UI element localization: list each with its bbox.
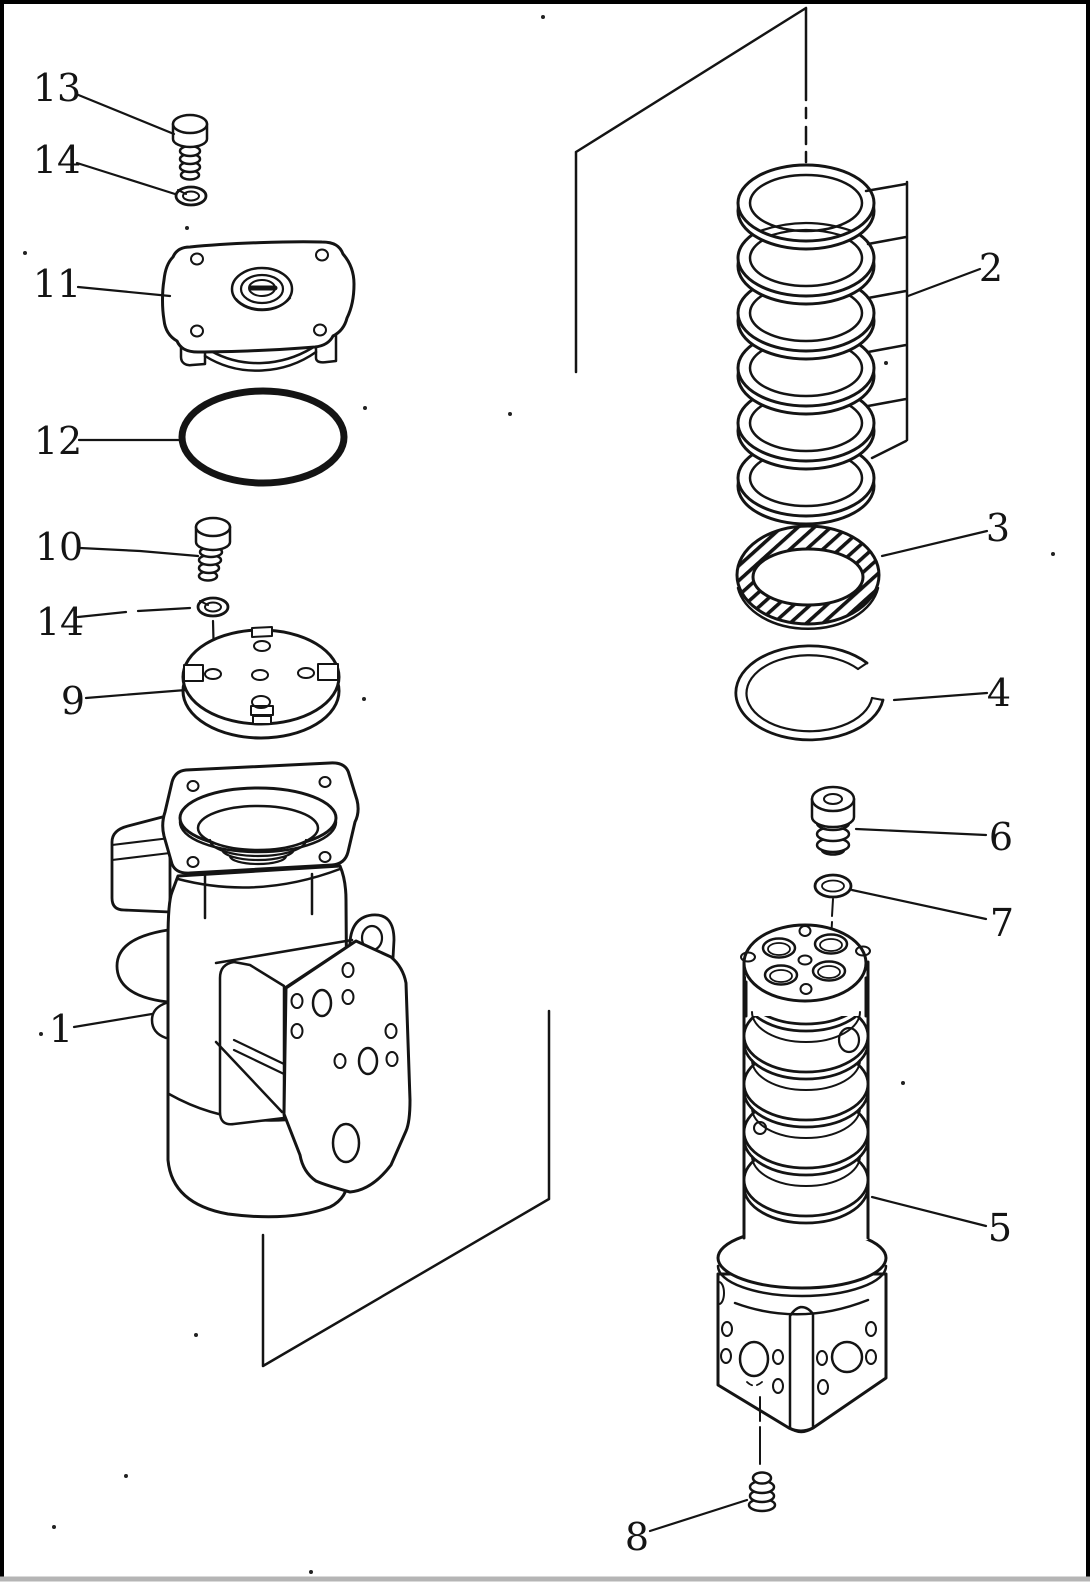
cover-corner-holes xyxy=(190,248,329,338)
callout-6: 6 xyxy=(989,815,1013,859)
callout-12: 12 xyxy=(34,419,82,463)
hex-port-right xyxy=(830,1340,864,1374)
body-port-bump-small xyxy=(150,1001,168,1040)
part-3-bearing-ring xyxy=(735,524,881,630)
bracket-small-holes xyxy=(290,962,399,1069)
leader-13 xyxy=(74,92,176,136)
ring-rim xyxy=(736,586,880,630)
leader-lines xyxy=(72,92,989,1533)
cover-boss-shadow xyxy=(234,296,292,311)
part-12-o-ring xyxy=(178,387,348,487)
bore-depth-arcs xyxy=(208,838,308,866)
leader-3 xyxy=(880,529,989,558)
part-1-body xyxy=(110,761,412,1219)
callout-14-lower: 14 xyxy=(36,600,84,644)
part-10-bolt xyxy=(194,516,232,582)
leader-7 xyxy=(850,888,988,921)
leader-14-lower xyxy=(76,606,192,619)
callouts: 13 14 11 12 10 14 9 1 2 3 4 6 7 5 8 xyxy=(33,66,1014,1559)
hex-channel xyxy=(788,1305,815,1434)
callout-2: 2 xyxy=(979,246,1003,290)
groove-arcs xyxy=(751,1011,861,1187)
callout-8: 8 xyxy=(625,1515,649,1559)
part-6-plug xyxy=(810,785,856,856)
flange-edge-notch xyxy=(718,1281,725,1305)
hex-neck-curve xyxy=(733,1298,870,1316)
leader-6 xyxy=(854,827,988,837)
part-14-washer-upper xyxy=(174,185,208,207)
callout-4: 4 xyxy=(987,671,1011,715)
body-bracket-plate xyxy=(282,939,412,1194)
bracket-oval-port-1 xyxy=(311,988,333,1018)
leader-11 xyxy=(76,285,172,298)
bracket-oval-port-3 xyxy=(331,1122,361,1164)
part-2-seal-rings xyxy=(736,163,909,526)
leader-14-upper xyxy=(75,161,177,196)
body-bore-inner xyxy=(196,804,320,852)
body-port-block xyxy=(110,813,172,914)
callout-10: 10 xyxy=(35,525,83,569)
body-port-bump xyxy=(115,928,170,1004)
callout-14-upper: 14 xyxy=(33,138,81,182)
leader-1 xyxy=(72,1012,154,1029)
web-top-edges xyxy=(214,938,356,1114)
ring-stack-bracket xyxy=(864,180,909,460)
hex-port-left xyxy=(738,1340,770,1378)
callout-9: 9 xyxy=(61,679,85,723)
part-5-spool xyxy=(716,923,888,1434)
part-8-plug xyxy=(747,1396,777,1513)
leader-2 xyxy=(906,267,982,298)
print-specks xyxy=(23,15,1055,1574)
cover-skirt xyxy=(203,346,318,372)
callout-11: 11 xyxy=(33,262,81,306)
part-4-snap-ring xyxy=(734,644,885,742)
flange-holes xyxy=(186,776,332,868)
plate-holes xyxy=(204,640,315,709)
fold-lines xyxy=(261,6,808,1368)
callout-5: 5 xyxy=(988,1206,1012,1250)
part-9-plate xyxy=(181,626,341,740)
callout-3: 3 xyxy=(986,506,1010,550)
leader-4 xyxy=(892,691,989,702)
under-flange-lines xyxy=(176,867,342,920)
leader-10 xyxy=(78,546,200,558)
leader-9 xyxy=(84,688,188,700)
body-web-boss xyxy=(218,960,286,1126)
leader-8 xyxy=(648,1498,749,1533)
ring-hatched-band xyxy=(735,524,881,626)
callout-7: 7 xyxy=(990,901,1014,945)
fold-line-bottom-left xyxy=(261,1009,551,1368)
fold-line-top-right xyxy=(574,6,808,374)
plate-edge-notches xyxy=(183,626,339,725)
callout-13: 13 xyxy=(33,66,81,110)
leader-5 xyxy=(870,1195,988,1228)
spool-top-ports xyxy=(740,925,871,995)
part-13-bolt xyxy=(171,113,209,181)
bracket-oval-port-2 xyxy=(357,1046,379,1076)
callout-1: 1 xyxy=(49,1007,73,1051)
ring-seen-through-hole xyxy=(758,221,854,237)
hex-small-holes xyxy=(720,1321,877,1395)
part-11-cover xyxy=(161,240,356,372)
spool-side-port xyxy=(837,1026,861,1054)
